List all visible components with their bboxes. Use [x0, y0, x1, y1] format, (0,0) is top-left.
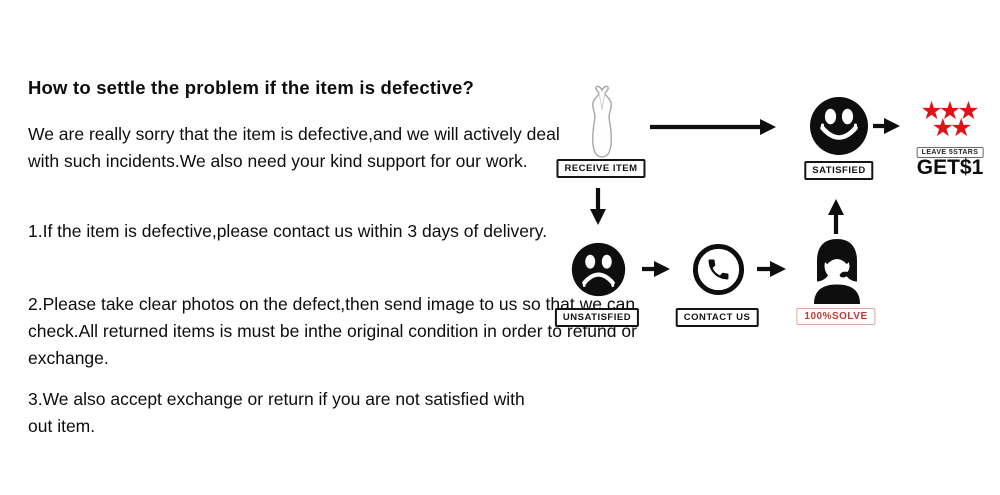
get-reward-text: GET$1	[916, 156, 984, 179]
page-title: How to settle the problem if the item is…	[28, 77, 475, 98]
dress-icon	[591, 85, 613, 158]
satisfied-label: SATISFIED	[804, 161, 874, 180]
paragraph-sorry: We are really sorry that the item is def…	[28, 124, 560, 171]
customer-service-icon	[814, 239, 860, 304]
paragraph-step-2: 2.Please take clear photos on the defect…	[28, 294, 637, 368]
stars-row-bottom: ★★	[931, 114, 973, 142]
contact-us-label: CONTACT US	[675, 308, 759, 327]
paragraph-step-3: 3.We also accept exchange or return if y…	[28, 389, 525, 436]
phone-icon	[692, 243, 745, 296]
five-stars-icon: ★★★★★	[920, 99, 979, 141]
solve-label: 100%SOLVE	[796, 308, 876, 325]
happy-face-icon	[810, 97, 868, 155]
sad-face-icon	[571, 242, 626, 297]
paragraph-step-1: 1.If the item is defective,please contac…	[28, 221, 548, 241]
receive-item-label: RECEIVE ITEM	[556, 159, 646, 178]
leave-5stars-label: LEAVE 5STARS	[916, 147, 984, 158]
unsatisfied-label: UNSATISFIED	[554, 308, 640, 327]
